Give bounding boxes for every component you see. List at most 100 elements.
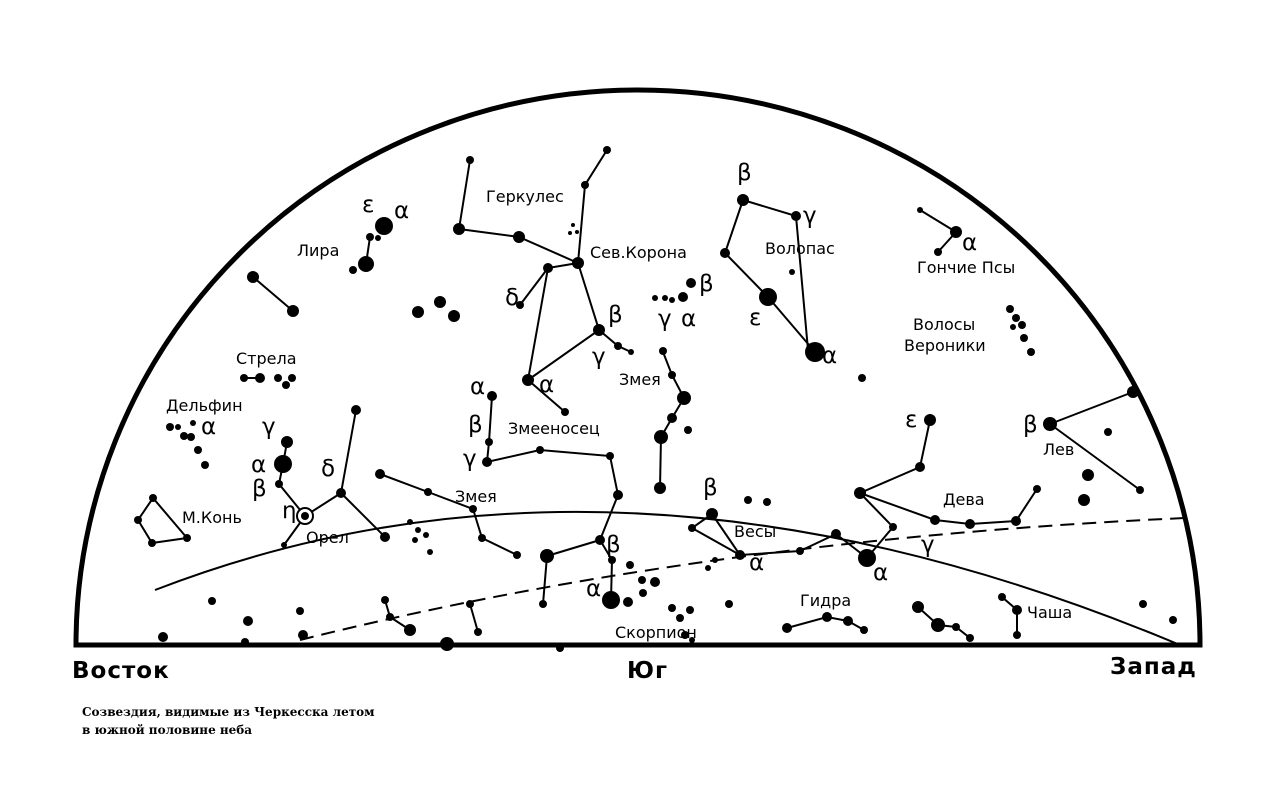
star xyxy=(466,600,474,608)
star xyxy=(930,515,940,525)
star xyxy=(404,624,416,636)
star xyxy=(275,480,283,488)
star xyxy=(240,374,248,382)
star xyxy=(681,631,689,639)
star xyxy=(595,535,605,545)
star xyxy=(831,529,841,539)
star xyxy=(287,305,299,317)
constellation-line xyxy=(1001,596,1018,635)
star xyxy=(917,207,923,213)
star xyxy=(572,257,584,269)
star xyxy=(889,523,897,531)
star xyxy=(281,436,293,448)
star xyxy=(516,301,524,309)
direction-west: Запад xyxy=(1110,654,1197,680)
star-label-ophiuchus-gamma: γ xyxy=(463,446,477,472)
star xyxy=(166,423,174,431)
star xyxy=(469,505,477,513)
star xyxy=(522,374,534,386)
star xyxy=(571,223,575,227)
star xyxy=(1104,428,1112,436)
star xyxy=(684,426,692,434)
star xyxy=(175,424,181,430)
direction-east: Восток xyxy=(72,658,170,684)
star xyxy=(296,607,304,615)
star xyxy=(543,263,553,273)
star xyxy=(720,248,730,258)
constellation-line xyxy=(469,603,479,633)
constellation-line xyxy=(1049,423,1141,491)
label-delphinus: Дельфин xyxy=(166,396,243,415)
star-label-libra-alpha: α xyxy=(749,550,764,576)
constellation-lines xyxy=(136,149,1141,639)
caption-line-1: Созвездия, видимые из Черкесска летом xyxy=(82,705,375,719)
star xyxy=(1027,348,1035,356)
star xyxy=(381,596,389,604)
stars xyxy=(134,146,1177,652)
star xyxy=(149,494,157,502)
star xyxy=(650,577,660,587)
star xyxy=(854,487,866,499)
star-label-canes-alpha: α xyxy=(962,230,977,256)
star xyxy=(434,296,446,308)
star-label-delphinus-alpha: α xyxy=(201,414,216,440)
star xyxy=(281,542,287,548)
star xyxy=(688,524,696,532)
star xyxy=(183,534,191,542)
star-label-aquila-eta: η xyxy=(282,498,297,524)
star xyxy=(485,438,493,446)
star xyxy=(782,623,792,633)
star xyxy=(662,295,668,301)
star-label-aquila-delta: δ xyxy=(321,456,335,482)
label-equuleus: М.Конь xyxy=(182,508,242,527)
star xyxy=(789,269,795,275)
star xyxy=(386,613,394,621)
star xyxy=(581,181,589,189)
star xyxy=(860,626,868,634)
star xyxy=(1013,631,1021,639)
label-bootes: Волопас xyxy=(765,239,835,258)
star xyxy=(375,235,381,241)
star-label-bootes-beta: β xyxy=(737,160,752,186)
star xyxy=(858,549,876,567)
star xyxy=(201,461,209,469)
star xyxy=(668,604,676,612)
constellation-line xyxy=(1049,391,1134,425)
star xyxy=(274,374,282,382)
star xyxy=(712,557,718,563)
star xyxy=(1006,305,1014,313)
star xyxy=(474,628,482,636)
star xyxy=(412,306,424,318)
constellation-line xyxy=(526,262,579,413)
star xyxy=(915,462,925,472)
star xyxy=(654,482,666,494)
star xyxy=(608,556,616,564)
star xyxy=(513,551,521,559)
star xyxy=(843,616,853,626)
star xyxy=(448,310,460,322)
caption: Созвездия, видимые из Черкесска летом в … xyxy=(82,703,375,739)
star xyxy=(654,430,668,444)
star xyxy=(423,532,429,538)
star-label-libra-beta: β xyxy=(703,475,718,501)
star xyxy=(934,248,942,256)
star xyxy=(677,391,691,405)
star-label-corona-gamma: γ xyxy=(658,306,672,332)
star xyxy=(513,231,525,243)
star xyxy=(539,600,547,608)
star xyxy=(487,391,497,401)
star xyxy=(763,498,771,506)
star-label-hercules-delta: δ xyxy=(505,285,519,311)
label-virgo: Дева xyxy=(943,490,985,509)
star xyxy=(606,452,614,460)
label-hercules: Геркулес xyxy=(486,187,564,206)
star xyxy=(1136,486,1144,494)
celestial-equator xyxy=(154,510,1181,646)
star xyxy=(255,373,265,383)
star xyxy=(759,288,777,306)
star-label-hercules-gamma: γ xyxy=(592,344,606,370)
star-label-hercules-beta: β xyxy=(608,302,623,328)
star xyxy=(407,519,413,525)
star-label-aquila-gamma: γ xyxy=(262,414,276,440)
star xyxy=(134,516,142,524)
